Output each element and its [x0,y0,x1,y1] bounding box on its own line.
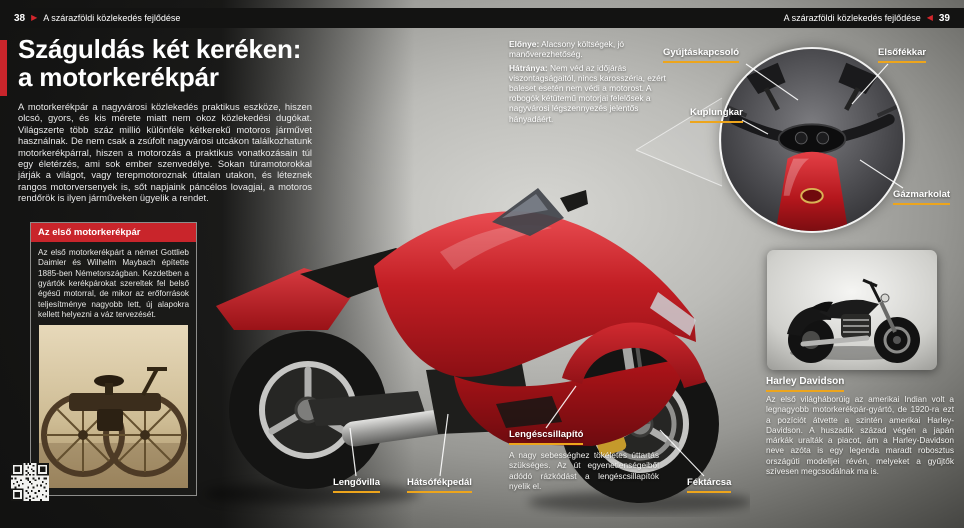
harley-davidson-title: Harley Davidson [766,377,845,392]
title-accent-bar [0,40,7,96]
con-text: Nem véd az időjárás viszontagságaitól, n… [509,63,666,124]
page-number-right: 39 [938,12,950,24]
pro-label: Előnye: [509,39,540,49]
handlebar-detail-photo [719,47,905,233]
spread-title-left: A szárazföldi közlekedés fejlődése [43,13,181,23]
con-line: Hátránya: Nem véd az időjárás viszontags… [509,63,666,123]
header-bar: 38 ▶ A szárazföldi közlekedés fejlődése … [0,8,964,28]
pro-line: Előnye: Alacsony költségek, jó manőverez… [509,39,666,59]
first-motorcycle-box-text: Az első motorkerékpárt a német Gottlieb … [38,248,189,319]
first-motorcycle-photo [39,325,188,489]
header-right: A szárazföldi közlekedés fejlődése ◀ 39 [784,13,950,24]
callout-throttle-grip: Gázmarkolat [893,190,951,205]
callout-shock-absorber: Lengéscsillapító [509,430,584,445]
callout-ignition-switch: Gyújtáskapcsoló [663,48,740,63]
header-left: 38 ▶ A szárazföldi közlekedés fejlődése [14,13,180,24]
arrow-right-icon: ▶ [31,13,38,22]
callout-rear-brake-pedal: Hátsófékpedál [407,478,472,493]
con-label: Hátránya: [509,63,548,74]
shock-absorber-description: A nagy sebességhez tökéletes úttartás sz… [509,450,659,491]
intro-paragraph: A motorkerékpár a nagyvárosi közlekedés … [18,101,312,203]
page-number-left: 38 [14,12,26,24]
harley-davidson-photo [767,250,937,370]
callout-clutch-lever: Kuplungkar [690,108,743,123]
first-motorcycle-box-title: Az első motorkerékpár [31,223,196,242]
page-title-line2: a motorkerékpár [18,61,219,92]
first-motorcycle-box: Az első motorkerékpár Az első motorkerék… [30,222,197,497]
pros-cons-block: Előnye: Alacsony költségek, jó manőverez… [509,39,666,124]
page-title-line1: Száguldás két keréken: [18,34,302,64]
callout-front-brake-lever: Elsőfékkar [878,48,927,63]
callout-brake-disc: Féktárcsa [687,478,732,493]
sport-motorcycle-illustration [204,188,750,513]
callout-swingarm: Lengővilla [333,478,380,493]
page-title: Száguldás két keréken: a motorkerékpár [18,34,302,92]
harley-davidson-text: Az első világháborúig az amerikai Indian… [766,394,954,476]
spread-title-right: A szárazföldi közlekedés fejlődése [783,13,921,23]
pro-text: Alacsony költségek, jó manőverezhetőség. [509,39,624,60]
qr-code [11,463,49,501]
arrow-left-icon: ◀ [926,13,933,22]
